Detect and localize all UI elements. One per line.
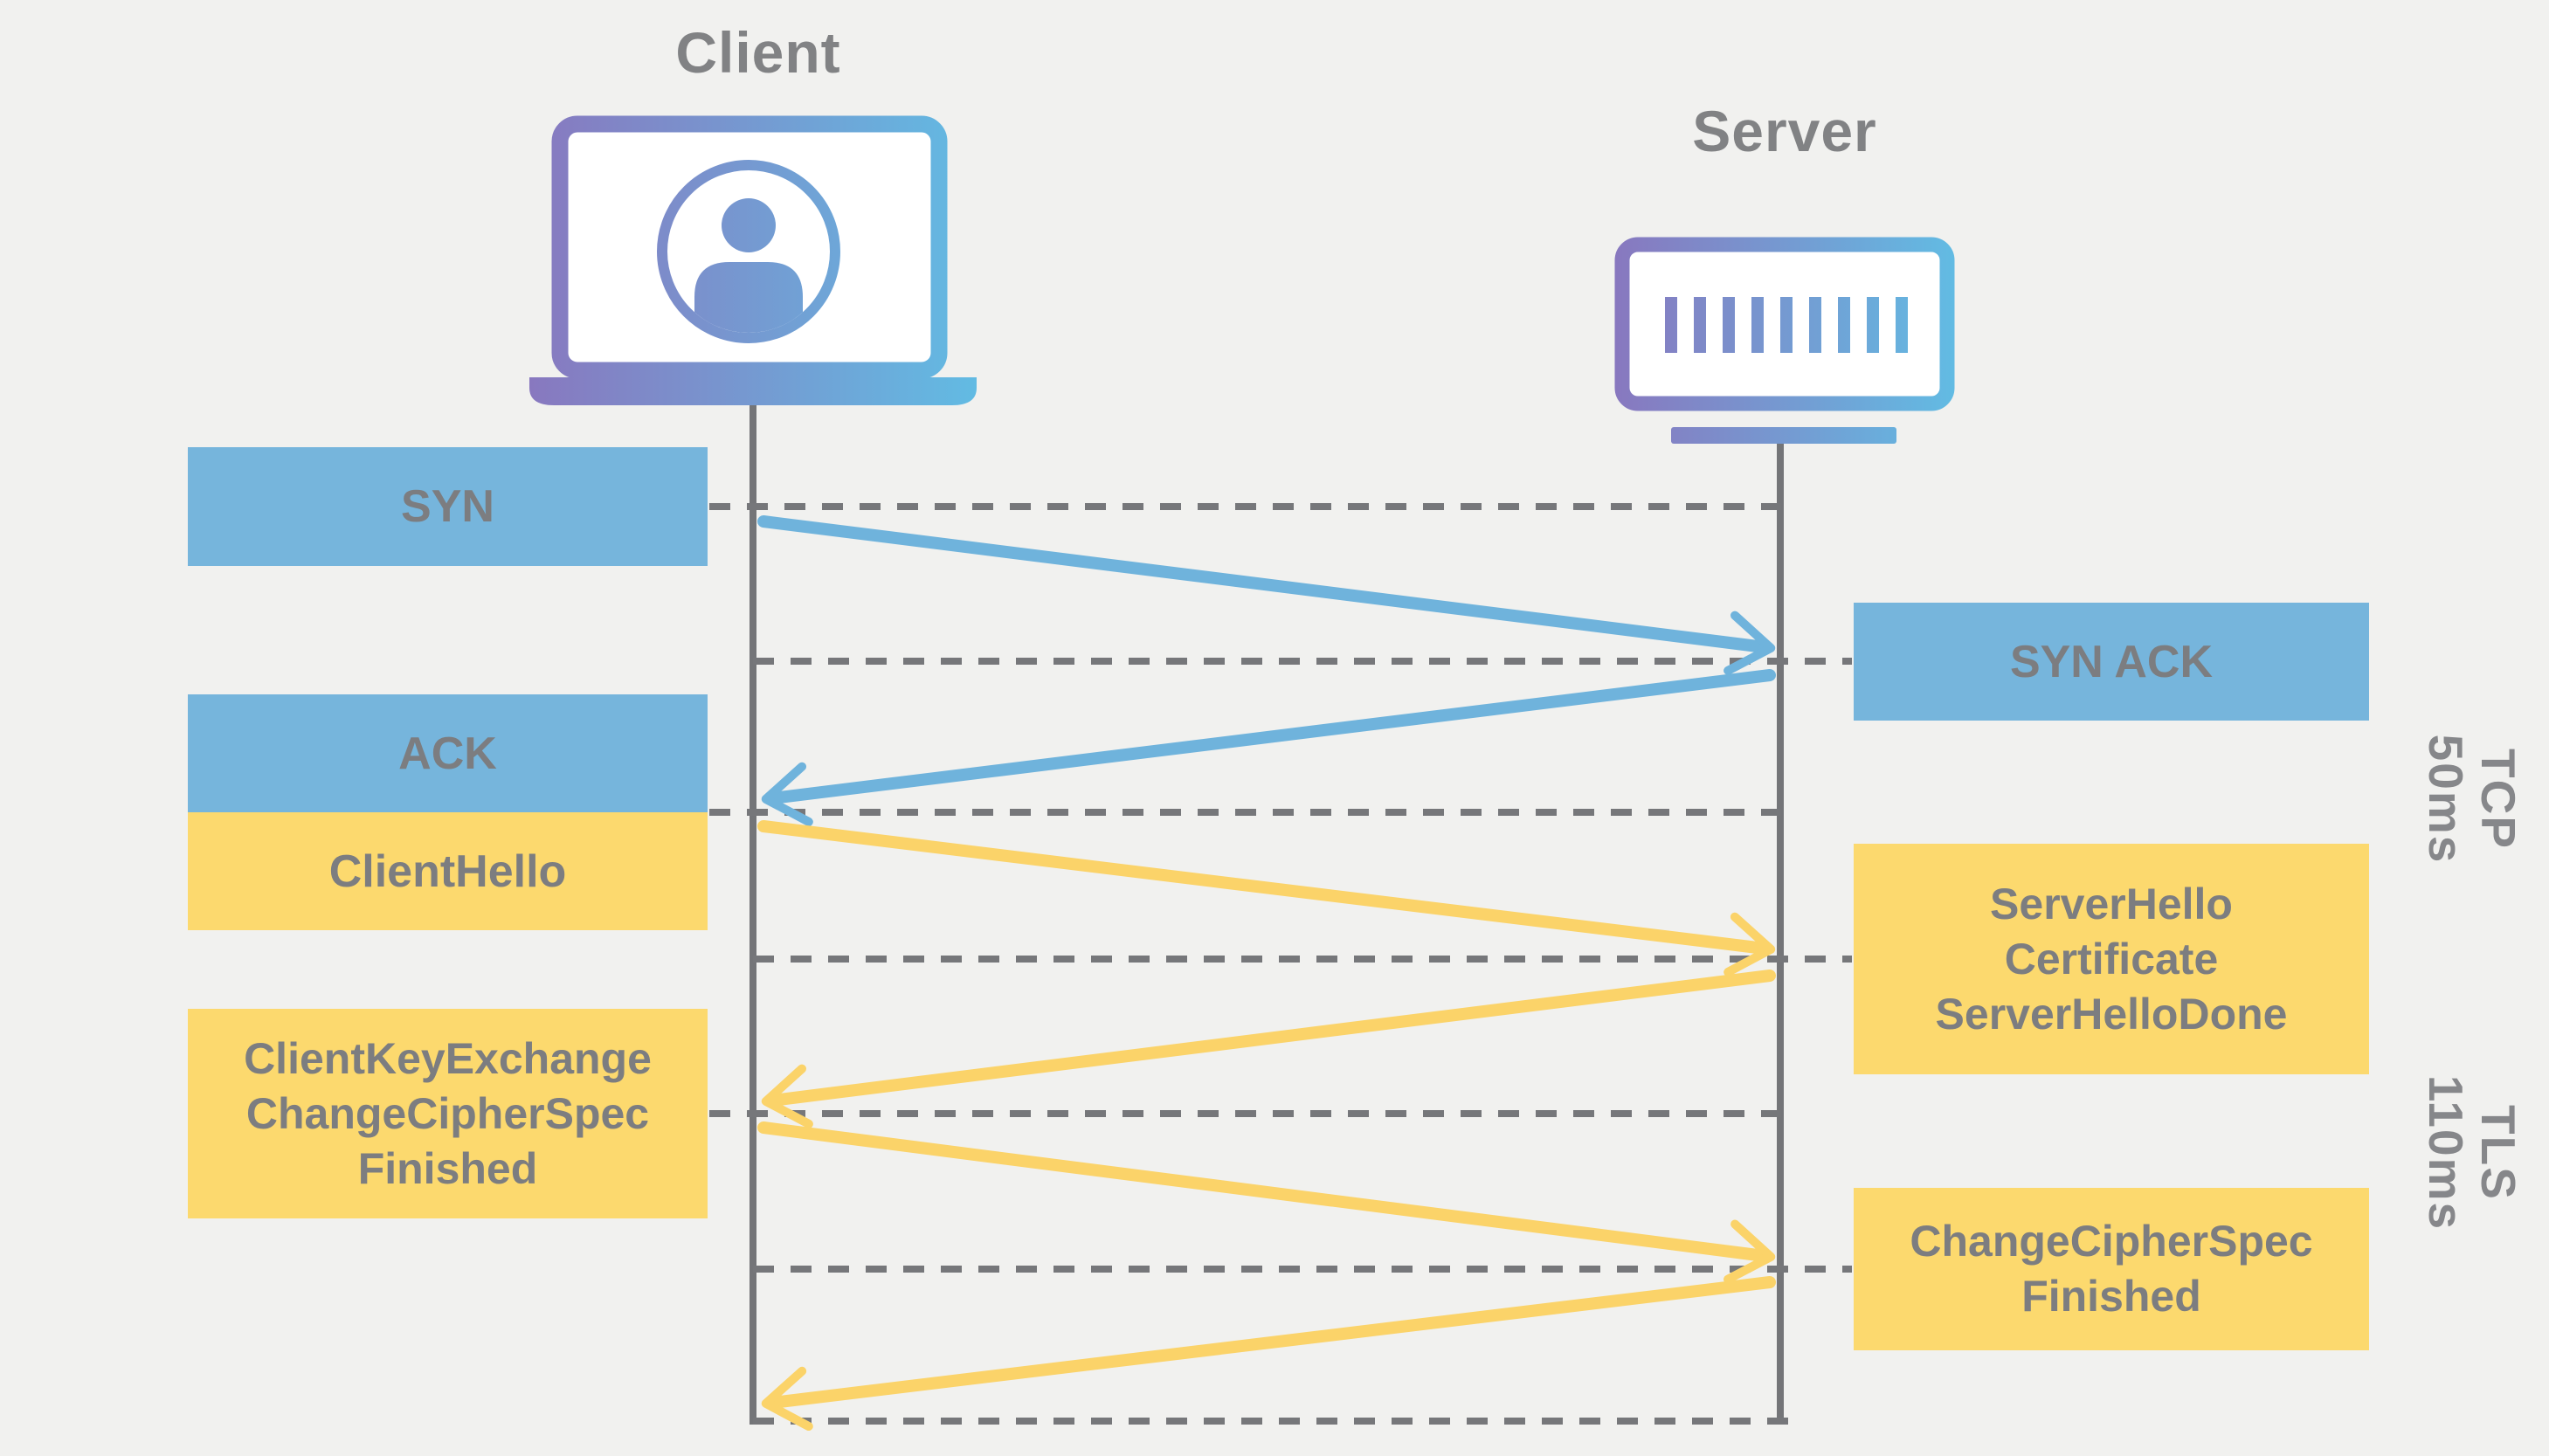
client-hello-arrow — [757, 820, 1776, 976]
client-key-exchange-box: ClientKeyExchange ChangeCipherSpec Finis… — [188, 1009, 708, 1218]
server-icon — [1614, 237, 1955, 444]
ack-box: ACK — [188, 694, 708, 812]
syn-box: SYN — [188, 447, 708, 566]
change-cipher-spec-line2: Finished — [2021, 1272, 2201, 1321]
tls-phase-label: TLS 110ms — [2398, 1013, 2546, 1293]
tcp-arrows — [757, 515, 1776, 826]
tcp-phase-label: TCP 50ms — [2398, 659, 2546, 939]
server-slots — [1665, 297, 1908, 353]
syn-ack-label: SYN ACK — [2009, 636, 2214, 687]
tcp-phase-name: TCP — [2471, 749, 2525, 850]
tls-phase-name: TLS — [2471, 1105, 2525, 1201]
server-title: Server — [1692, 99, 1877, 163]
client-title: Client — [675, 20, 841, 85]
tcp-phase-duration: 50ms — [2419, 734, 2473, 865]
change-cipher-spec-arrow — [761, 1276, 1776, 1432]
change-cipher-spec-box: ChangeCipherSpec Finished — [1854, 1188, 2369, 1350]
client-key-exchange-arrow — [757, 1121, 1776, 1284]
server-hello-line1: ServerHello — [1990, 879, 2233, 928]
time-dashed-lines — [709, 503, 1852, 1425]
syn-arrow — [757, 515, 1776, 675]
change-cipher-spec-line1: ChangeCipherSpec — [1910, 1217, 2313, 1266]
ack-label: ACK — [398, 728, 497, 779]
laptop-icon — [529, 115, 977, 405]
syn-ack-arrow — [761, 669, 1776, 826]
server-hello-line3: ServerHelloDone — [1935, 989, 2288, 1039]
person-icon — [657, 160, 840, 343]
server-hello-arrow — [761, 970, 1776, 1128]
server-hello-line2: Certificate — [2004, 934, 2219, 983]
client-key-exchange-line3: Finished — [357, 1143, 538, 1193]
tls-arrows — [757, 820, 1776, 1432]
syn-ack-box: SYN ACK — [1854, 603, 2369, 721]
client-hello-box: ClientHello — [188, 812, 708, 930]
tls-phase-duration: 110ms — [2419, 1074, 2473, 1232]
client-hello-label: ClientHello — [328, 845, 567, 897]
syn-label: SYN — [401, 481, 494, 532]
client-key-exchange-line2: ChangeCipherSpec — [245, 1088, 650, 1138]
client-key-exchange-line1: ClientKeyExchange — [244, 1033, 652, 1083]
server-hello-box: ServerHello Certificate ServerHelloDone — [1854, 844, 2369, 1074]
